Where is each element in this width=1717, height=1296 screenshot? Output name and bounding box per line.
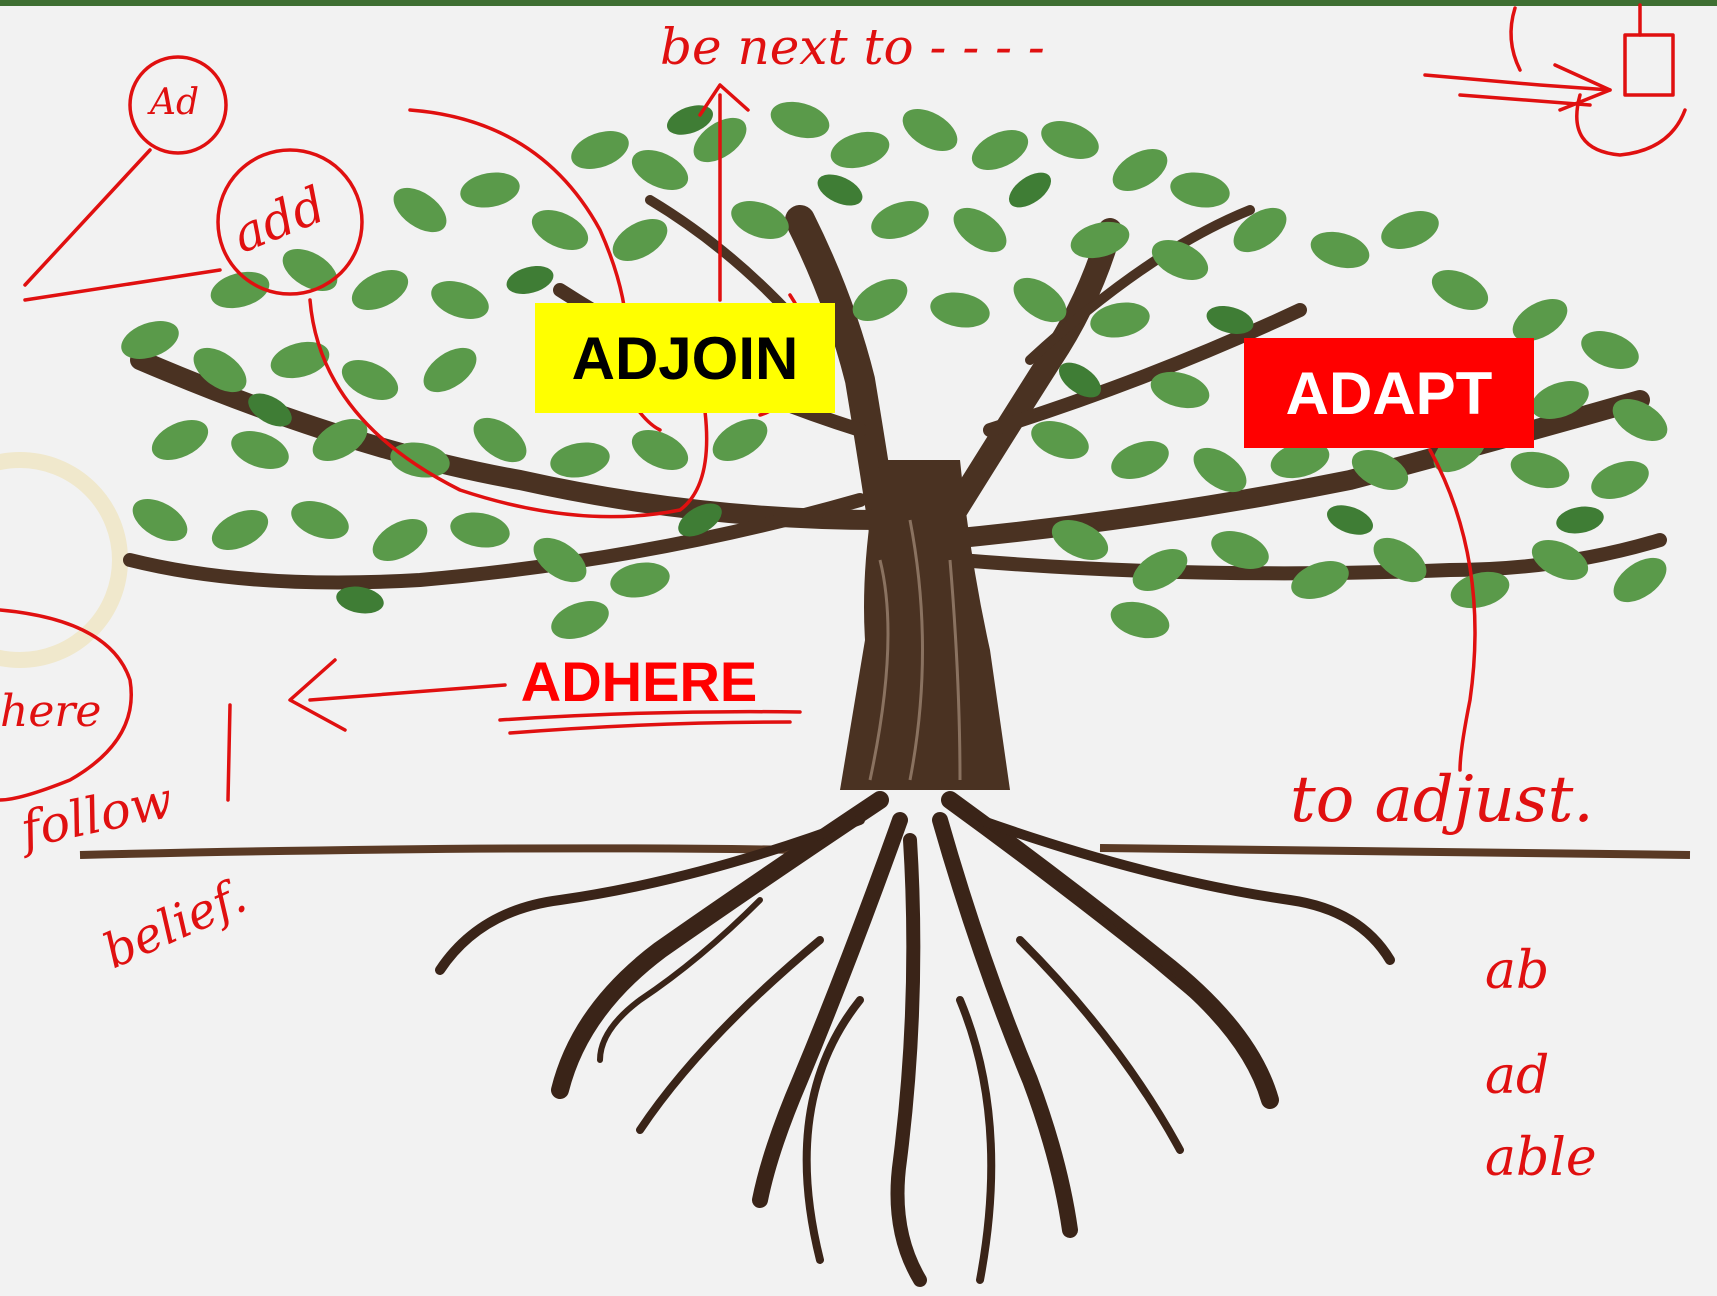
adhere-text: ADHERE [520,649,758,713]
faint-emblem-circle [0,452,128,668]
adjoin-text: ADJOIN [571,324,799,392]
ad-circle [128,55,228,155]
adapt-label: ADAPT [1244,338,1534,448]
annotation-able: able [1485,1128,1597,1188]
tree-leaves [121,101,1668,639]
annotation-ad: Ad [150,82,200,123]
adjoin-label: ADJOIN [535,303,835,413]
tree-roots [435,791,1395,1287]
ground-line-right [1099,844,1691,859]
annotation-to-adjust: to adjust. [1290,763,1594,837]
tree-trunk [840,460,1010,790]
ground-line-left [79,844,801,859]
adapt-text: ADAPT [1285,359,1493,427]
top-rule [0,0,1717,6]
add-circle [216,148,364,296]
annotation-be-next-to: be next to - - - - [660,18,1045,76]
trunk-texture [868,519,962,781]
annotation-ab: ab [1485,941,1550,1001]
adhere-label: ADHERE [514,645,764,717]
annotation-here: here [0,686,102,737]
annotation-ad-2: ad [1485,1046,1550,1106]
